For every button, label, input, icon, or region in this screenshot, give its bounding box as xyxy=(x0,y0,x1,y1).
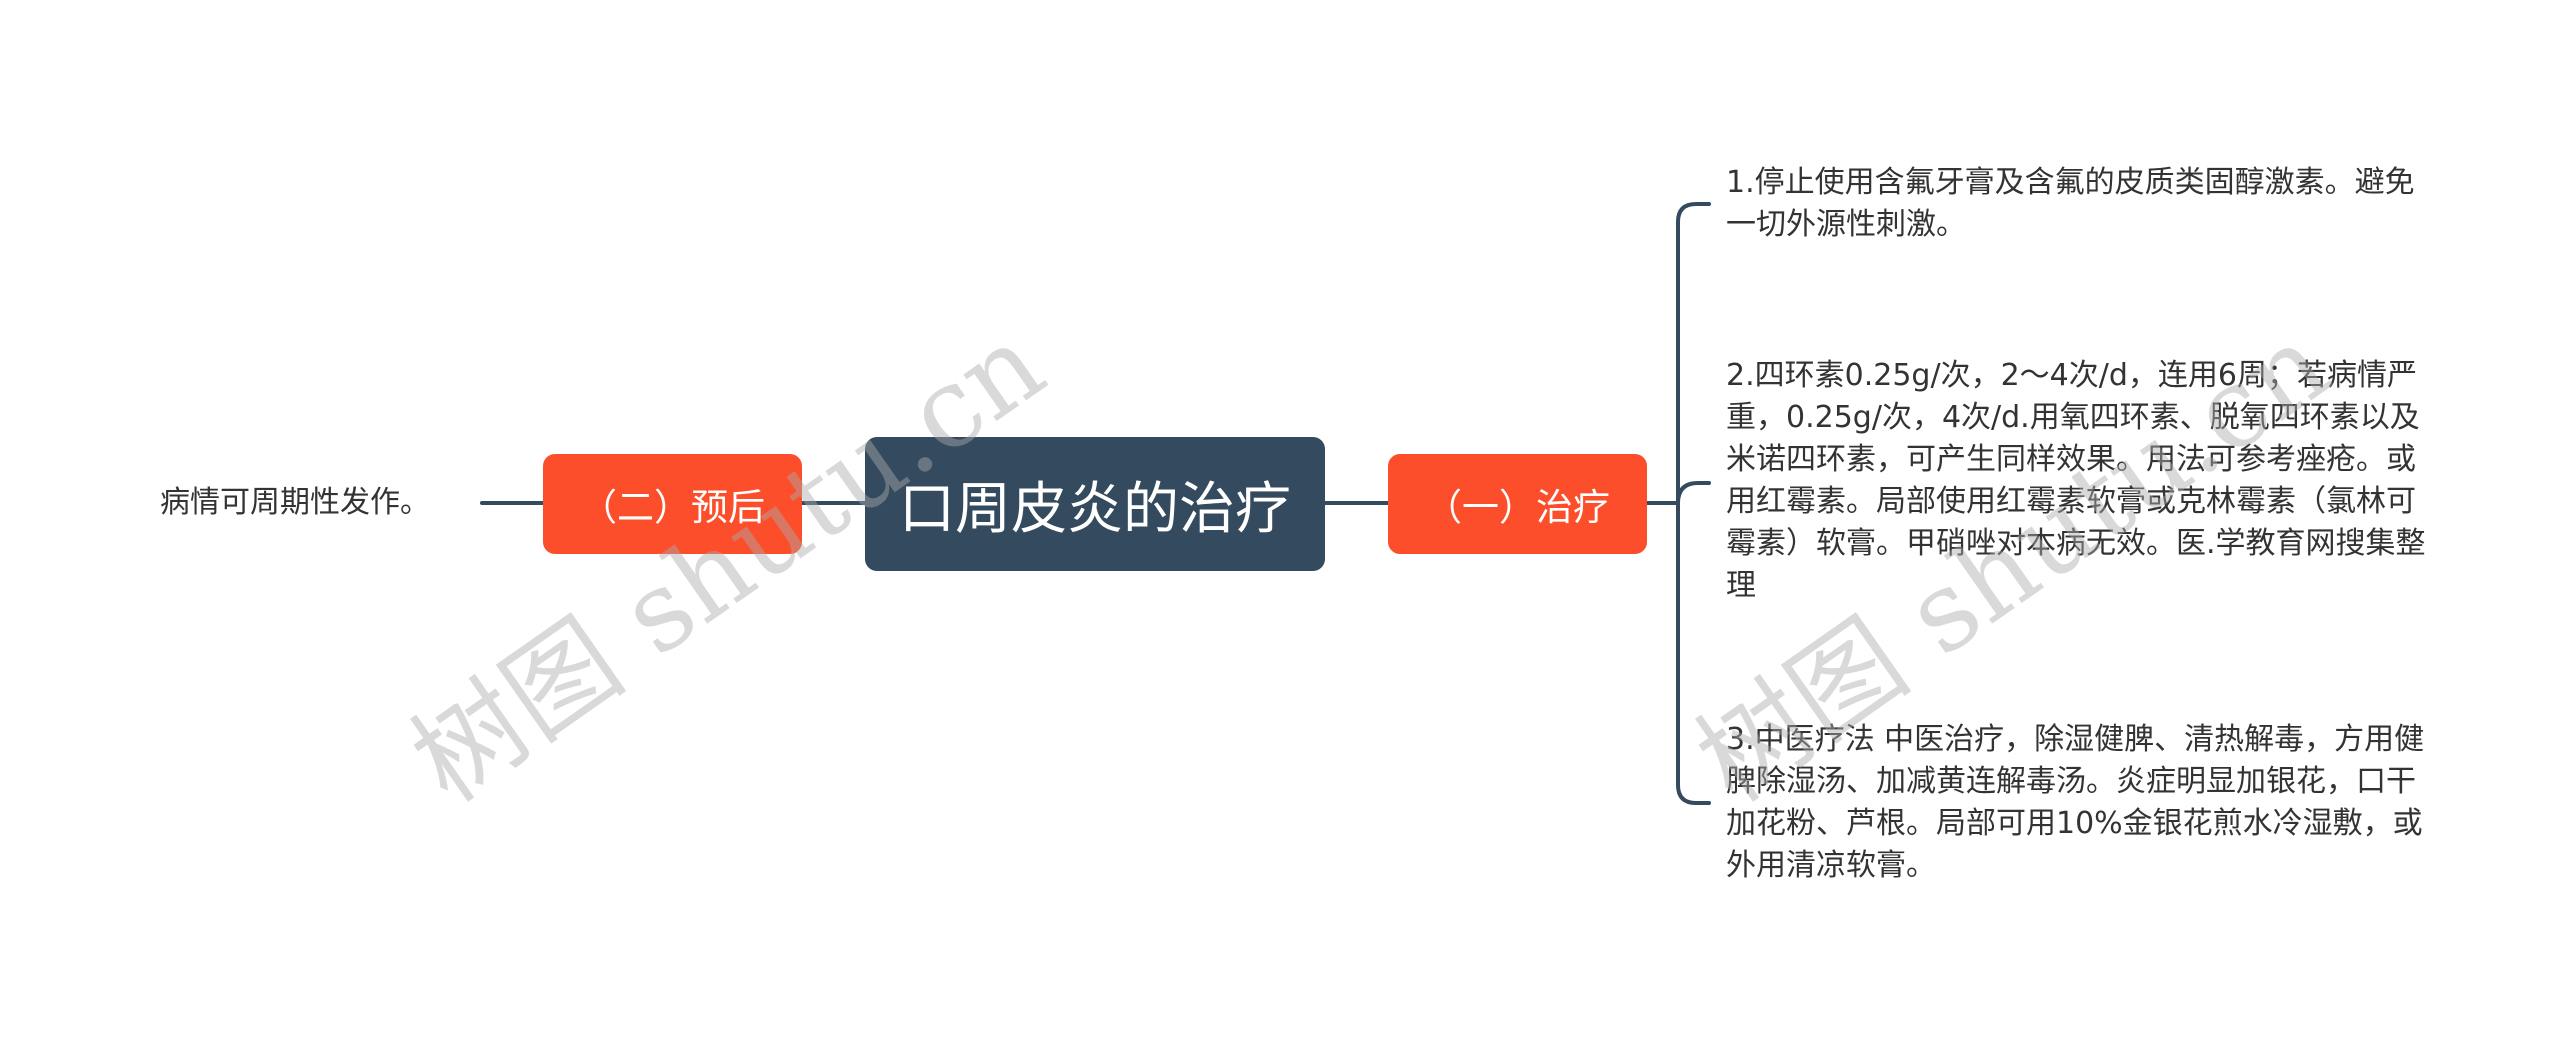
leaf-treatment-3: 3.中医疗法 中医治疗，除湿健脾、清热解毒，方用健脾除湿汤、加减黄连解毒汤。炎症… xyxy=(1726,722,2425,883)
bracket-bottom xyxy=(1676,501,1711,805)
branch-node-treatment-label: （一）治疗 xyxy=(1425,486,1610,529)
bracket-top xyxy=(1676,202,1711,505)
root-node[interactable]: 口周皮炎的治疗 xyxy=(865,437,1325,571)
bracket-middle xyxy=(1676,481,1711,505)
root-node-label: 口周皮炎的治疗 xyxy=(899,476,1291,542)
branch-node-treatment[interactable]: （一）治疗 xyxy=(1388,454,1647,554)
leaf-treatment-2: 2.四环素0.25g/次，2～4次/d，连用6周；若病情严重，0.25g/次，4… xyxy=(1726,358,2426,603)
branch-node-prognosis-label: （二）预后 xyxy=(580,486,765,529)
leaf-treatment-1: 1.停止使用含氟牙膏及含氟的皮质类固醇激素。避免一切外源性刺激。 xyxy=(1726,165,2415,242)
leaf-prognosis: 病情可周期性发作。 xyxy=(160,485,430,520)
branch-node-prognosis[interactable]: （二）预后 xyxy=(543,454,802,554)
